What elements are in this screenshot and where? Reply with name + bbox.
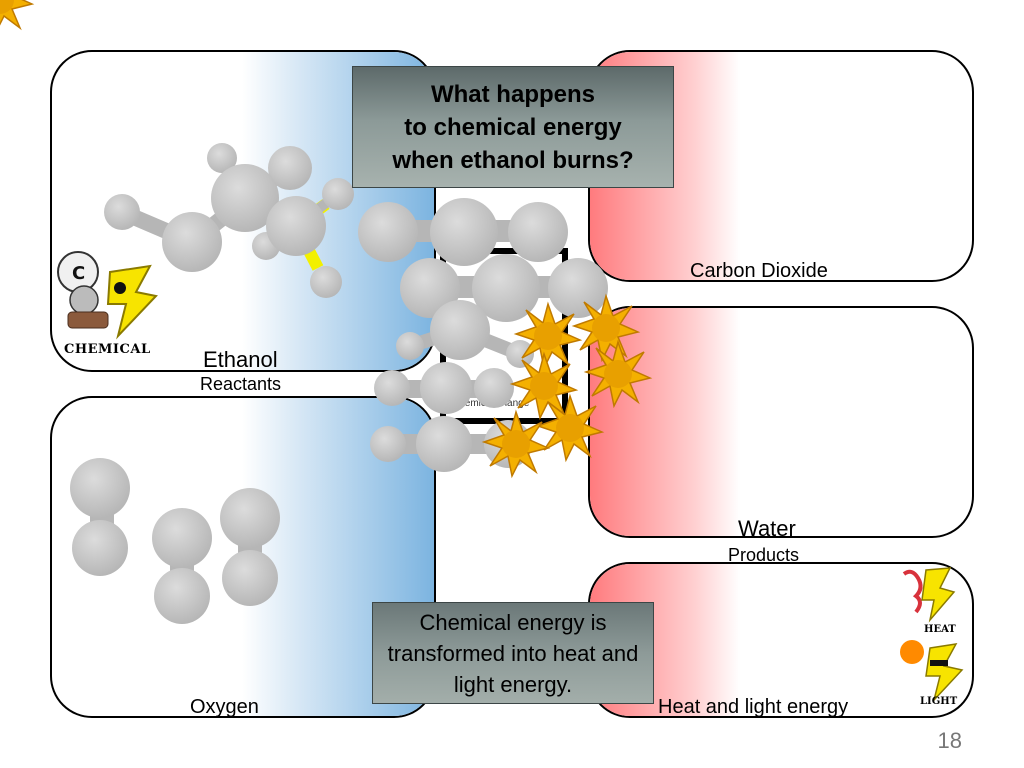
water-molecule — [396, 300, 534, 368]
page-number: 18 — [937, 728, 962, 753]
heat-badge-caption: HEAT — [924, 624, 956, 635]
heat-energy-icon — [902, 567, 956, 623]
oxygen-molecule — [220, 488, 280, 606]
chemical-energy-icon: C — [57, 251, 158, 340]
carbon-dioxide-label: Carbon Dioxide — [690, 260, 828, 282]
title-box: What happens to chemical energy when eth… — [352, 66, 674, 188]
ethanol-label: Ethanol — [203, 347, 278, 372]
oxygen-molecule — [152, 508, 212, 624]
ethanol-molecule — [104, 143, 354, 298]
svg-text:C: C — [72, 263, 85, 284]
heat-light-label: Heat and light energy — [658, 696, 849, 718]
water-label: Water — [738, 516, 796, 541]
oxygen-molecule — [70, 458, 130, 576]
water-molecule — [374, 362, 514, 414]
light-energy-icon — [900, 640, 964, 703]
title-text: What happens to chemical energy when eth… — [392, 80, 634, 174]
light-badge-caption: LIGHT — [920, 696, 958, 707]
carbon-dioxide-molecule — [358, 198, 568, 266]
note-text: Chemical energy is transformed into heat… — [387, 609, 639, 697]
spark-burst — [0, 0, 651, 477]
chemical-badge-caption: CHEMICAL — [64, 342, 151, 357]
oxygen-label: Oxygen — [190, 696, 259, 718]
products-label: Products — [728, 545, 800, 565]
reactants-label: Reactants — [200, 374, 282, 394]
carbon-dioxide-molecule — [400, 254, 608, 322]
note-box: Chemical energy is transformed into heat… — [372, 602, 654, 704]
